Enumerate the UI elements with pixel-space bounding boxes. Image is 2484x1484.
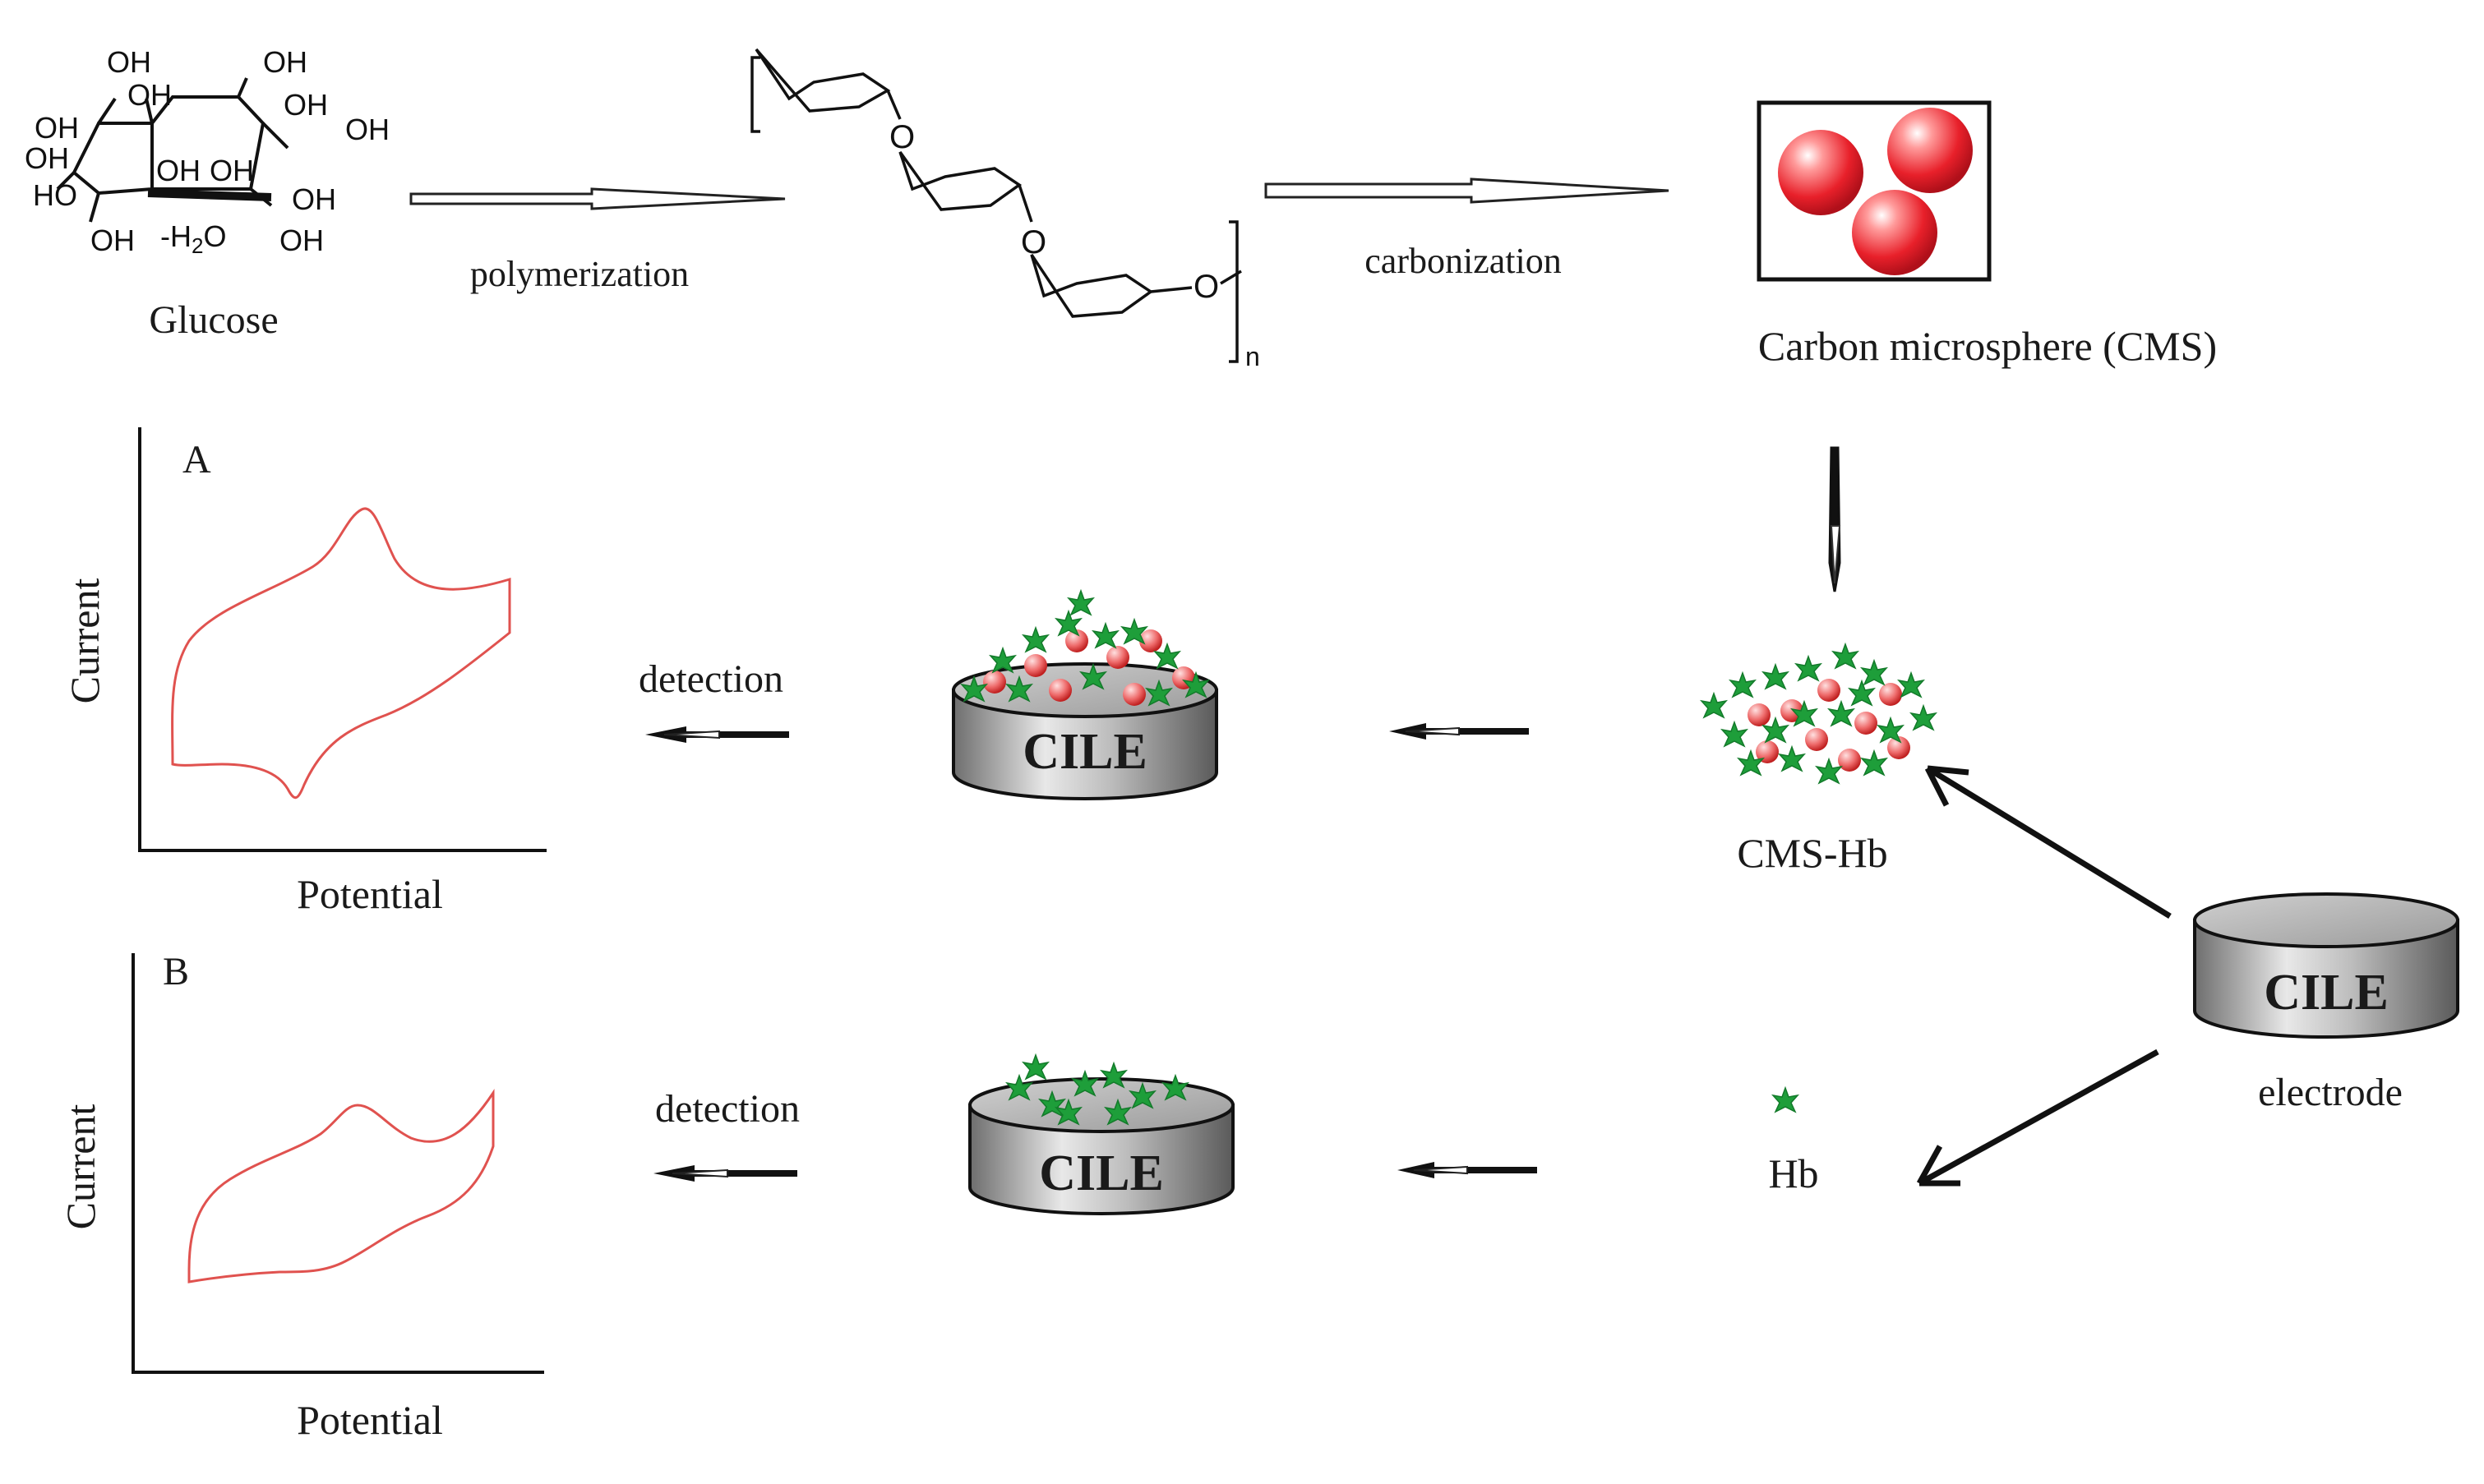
oxygen-label: O xyxy=(889,119,915,155)
y-axis-label: Current xyxy=(62,578,108,704)
cms-caption: Carbon microsphere (CMS) xyxy=(1758,323,2217,369)
cv-curve xyxy=(171,507,511,800)
y-axis-label: Current xyxy=(58,1104,104,1230)
carbonization-arrow xyxy=(1264,177,1669,204)
x-axis-label: Potential xyxy=(297,1397,443,1443)
electrode-badge: CILE xyxy=(1039,1145,1164,1201)
glucose-labels: OH OH OH OH OH HO OH OH OH OH OH OH OH -… xyxy=(25,45,390,258)
cms-box xyxy=(1757,100,1992,282)
oxygen-label: O xyxy=(1194,269,1219,305)
glucose-structure xyxy=(56,77,289,223)
oh-label: OH xyxy=(284,88,328,122)
plot-b-axes xyxy=(132,953,544,1374)
repeat-subscript: n xyxy=(1245,342,1260,371)
arrow-hb-to-electrode-b xyxy=(1397,1162,1537,1178)
arrow-to-hb xyxy=(1916,1048,2159,1187)
electrode-caption: electrode xyxy=(2258,1071,2403,1114)
cms-hb-caption: CMS-Hb xyxy=(1737,830,1887,876)
electrode-badge: CILE xyxy=(2264,965,2389,1021)
detection-label: detection xyxy=(655,1087,800,1131)
polymerization-arrow xyxy=(409,187,786,210)
glucose-caption: Glucose xyxy=(149,298,278,342)
plot-b: B Potential Current xyxy=(58,950,544,1443)
oh-label: OH xyxy=(25,141,69,175)
oh-label: OH xyxy=(292,182,336,216)
oh-label: OH xyxy=(345,113,390,146)
carbon-sphere xyxy=(1887,108,1973,193)
oh-label: OH xyxy=(263,45,307,79)
detection-label: detection xyxy=(639,657,783,701)
oxygen-label: O xyxy=(1021,224,1046,260)
electrode-b: CILE xyxy=(968,1054,1235,1215)
oh-label: OH xyxy=(107,45,151,79)
oh-label: OH xyxy=(279,224,324,257)
oh-label: OH xyxy=(210,154,254,187)
oh-label: OH xyxy=(35,111,79,145)
hb-caption: Hb xyxy=(1768,1150,1818,1196)
plot-a-axes xyxy=(138,427,547,852)
cv-curve xyxy=(187,1089,495,1284)
electrode-a-coating xyxy=(961,590,1209,706)
electrode-badge: CILE xyxy=(1023,724,1147,780)
panel-label: A xyxy=(182,438,211,482)
electrode-a: CILE xyxy=(952,590,1218,800)
water-loss-label: -H2O xyxy=(160,219,226,258)
plot-a: A Potential Current xyxy=(62,427,547,917)
oh-label: OH xyxy=(156,154,201,187)
polymerization-label: polymerization xyxy=(470,254,689,294)
carbon-sphere xyxy=(1852,190,1937,275)
polymer-oxygens: O O O n xyxy=(889,119,1260,371)
detection-arrow-b xyxy=(653,1165,797,1182)
down-arrow xyxy=(1828,446,1841,592)
hb-molecule xyxy=(1772,1087,1798,1113)
carbonization-label: carbonization xyxy=(1364,241,1561,281)
ho-label: HO xyxy=(33,178,77,212)
bare-electrode: CILE xyxy=(2193,892,2459,1039)
polymer-chain xyxy=(750,48,1242,363)
cms-hb-cluster xyxy=(1701,643,1937,784)
oh-label: OH xyxy=(127,78,172,112)
arrow-cms-hb-to-electrode-a xyxy=(1389,723,1529,740)
panel-label: B xyxy=(163,950,189,993)
arrow-to-cms-hb xyxy=(1924,765,2172,919)
carbon-sphere xyxy=(1778,130,1863,215)
oh-label: OH xyxy=(90,224,135,257)
detection-arrow-a xyxy=(645,726,789,743)
x-axis-label: Potential xyxy=(297,871,443,917)
